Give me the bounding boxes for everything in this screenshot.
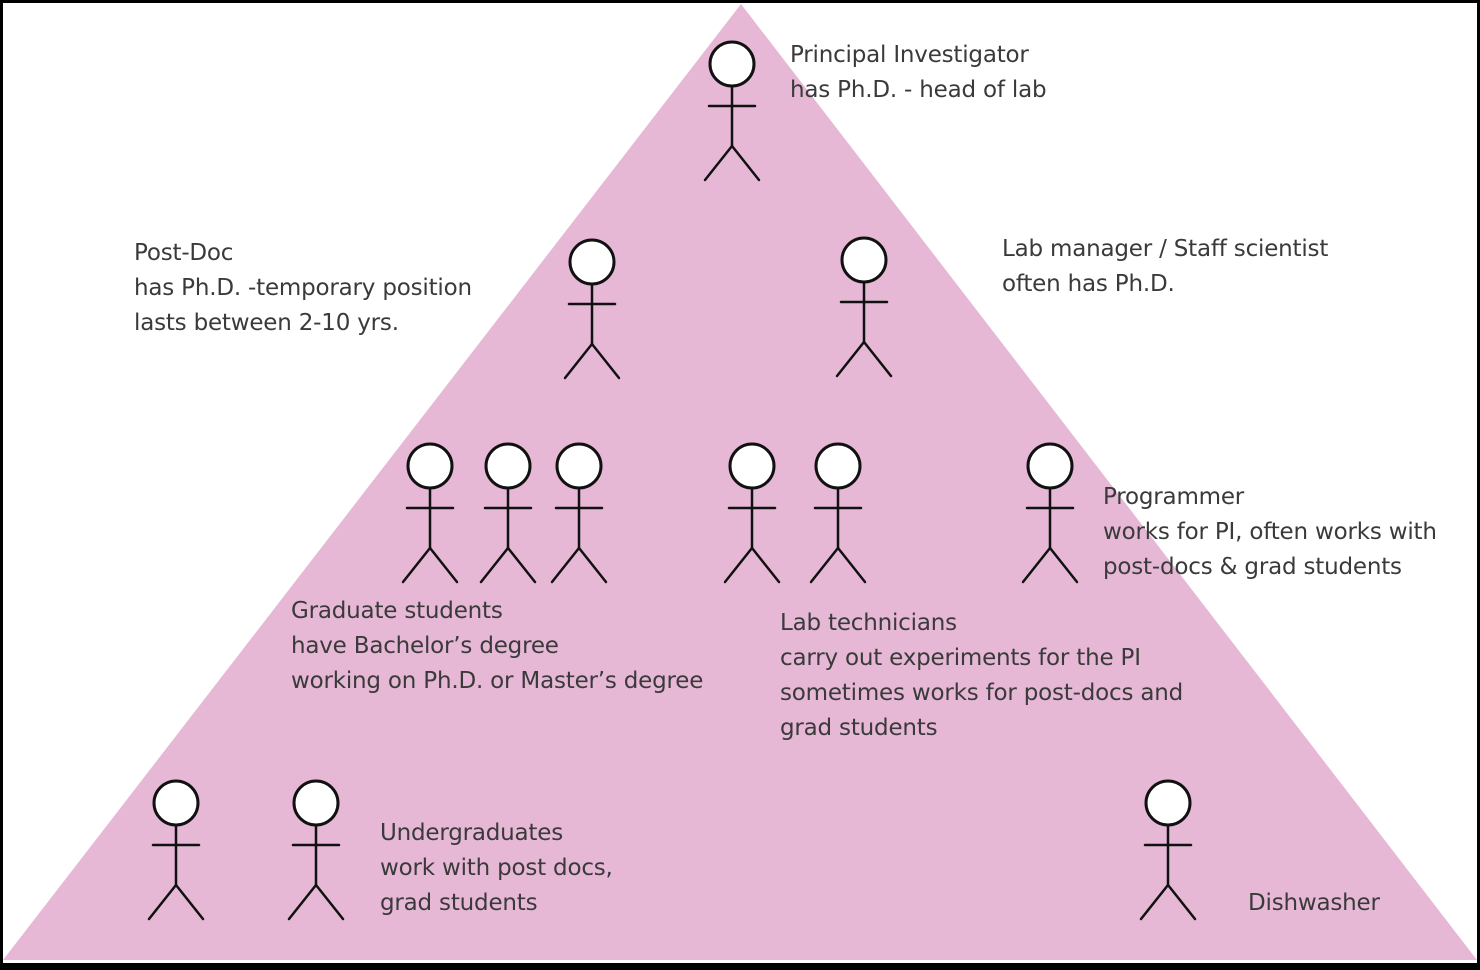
figure-head (840, 236, 888, 284)
figure-head (152, 779, 200, 827)
lab-manager-label: Lab manager / Staff scientist often has … (1002, 232, 1328, 302)
stick-figure-lab-manager-1 (835, 236, 893, 378)
figure-left-leg (287, 883, 318, 921)
grad-students-title: Graduate students (291, 598, 503, 624)
stick-figures (147, 40, 1197, 921)
figure-right-leg (590, 342, 621, 380)
postdoc-desc-1: has Ph.D. -temporary position (134, 275, 472, 301)
figure-head (814, 442, 862, 490)
figure-left-leg (703, 144, 734, 182)
pi-title: Principal Investigator (790, 42, 1029, 68)
figure-right-leg (1166, 883, 1197, 921)
figure-head (728, 442, 776, 490)
figure-left-leg (147, 883, 178, 921)
grad-students-label: Graduate students have Bachelor’s degree… (291, 594, 703, 699)
lab-technicians-title: Lab technicians (780, 610, 957, 636)
figure-right-leg (577, 546, 608, 584)
figure-right-leg (428, 546, 459, 584)
undergraduates-label: Undergraduates work with post docs, grad… (380, 816, 613, 921)
figure-left-leg (809, 546, 840, 584)
figure-left-leg (1021, 546, 1052, 584)
stick-figure-pi-1 (703, 40, 761, 182)
lab-manager-title: Lab manager / Staff scientist (1002, 236, 1329, 262)
lab-manager-desc-1: often has Ph.D. (1002, 271, 1175, 297)
figure-head (555, 442, 603, 490)
figure-head (484, 442, 532, 490)
figure-left-leg (479, 546, 510, 584)
postdoc-title: Post-Doc (134, 240, 234, 266)
lab-technicians-desc-2: sometimes works for post-docs and (780, 680, 1184, 706)
figure-right-leg (506, 546, 537, 584)
undergraduates-title: Undergraduates (380, 820, 563, 846)
pi-desc-1: has Ph.D. - head of lab (790, 77, 1047, 103)
stick-figure-undergraduates-1 (147, 779, 205, 921)
figure-left-leg (563, 342, 594, 380)
figure-right-leg (750, 546, 781, 584)
grad-students-desc-2: working on Ph.D. or Master’s degree (291, 668, 704, 694)
programmer-label: Programmer works for PI, often works wit… (1103, 480, 1437, 585)
lab-technicians-label: Lab technicians carry out experiments fo… (780, 606, 1183, 746)
stick-figure-dishwasher-1 (1139, 779, 1197, 921)
programmer-desc-1: works for PI, often works with (1103, 519, 1437, 545)
undergraduates-desc-1: work with post docs, (380, 855, 613, 881)
stick-figure-grad-students-1 (401, 442, 459, 584)
figure-head (708, 40, 756, 88)
figure-left-leg (401, 546, 432, 584)
lab-technicians-desc-1: carry out experiments for the PI (780, 645, 1141, 671)
stick-figure-undergraduates-2 (287, 779, 345, 921)
pi-label: Principal Investigator has Ph.D. - head … (790, 38, 1047, 108)
figure-left-leg (1139, 883, 1170, 921)
figure-right-leg (314, 883, 345, 921)
postdoc-desc-2: lasts between 2-10 yrs. (134, 310, 399, 336)
undergraduates-desc-2: grad students (380, 890, 538, 916)
figure-right-leg (836, 546, 867, 584)
figure-head (1026, 442, 1074, 490)
figure-right-leg (174, 883, 205, 921)
lab-technicians-desc-3: grad students (780, 715, 938, 741)
figure-left-leg (723, 546, 754, 584)
programmer-desc-2: post-docs & grad students (1103, 554, 1402, 580)
figure-right-leg (730, 144, 761, 182)
figure-right-leg (862, 340, 893, 378)
figure-head (406, 442, 454, 490)
stick-figure-grad-students-2 (479, 442, 537, 584)
figure-head (568, 238, 616, 286)
stick-figure-lab-technicians-1 (723, 442, 781, 584)
postdoc-label: Post-Doc has Ph.D. -temporary position l… (134, 236, 472, 341)
stick-figure-postdoc-1 (563, 238, 621, 380)
figure-left-leg (835, 340, 866, 378)
stick-figure-lab-technicians-2 (809, 442, 867, 584)
stick-figure-programmer-1 (1021, 442, 1079, 584)
figure-right-leg (1048, 546, 1079, 584)
figure-head (1144, 779, 1192, 827)
dishwasher-label: Dishwasher (1248, 886, 1380, 921)
grad-students-desc-1: have Bachelor’s degree (291, 633, 559, 659)
stick-figure-grad-students-3 (550, 442, 608, 584)
figure-head (292, 779, 340, 827)
programmer-title: Programmer (1103, 484, 1245, 510)
dishwasher-title: Dishwasher (1248, 890, 1380, 916)
figure-left-leg (550, 546, 581, 584)
